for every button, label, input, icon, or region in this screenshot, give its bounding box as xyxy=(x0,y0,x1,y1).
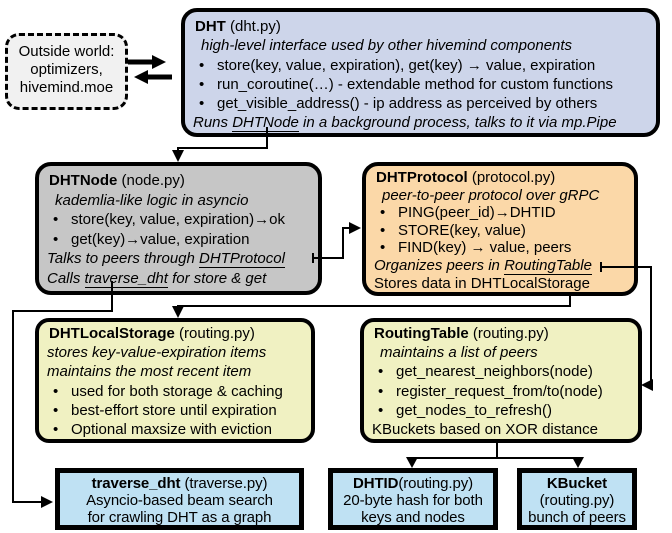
dht-bullet: •get_visible_address() - ip address as p… xyxy=(185,94,656,113)
dht-footer: Runs DHTNode in a background process, ta… xyxy=(193,114,617,133)
arrow-routingtable-to-dhtid-kbucket xyxy=(406,443,584,468)
routingtable-bullet: •get_nearest_neighbors(node) xyxy=(364,362,638,381)
dhtprotocol-footer-storage: Stores data in DHTLocalStorage xyxy=(374,274,590,293)
dhtlocalstorage-box: DHTLocalStorage (routing.py) stores key-… xyxy=(35,318,315,443)
outside-world-line: optimizers, xyxy=(30,61,103,78)
dht-bullet: •store(key, value, expiration), get(key)… xyxy=(185,56,656,75)
dht-title: DHT (dht.py) xyxy=(185,17,656,36)
bullet-icon: • xyxy=(378,401,384,419)
dhtprotocol-subtitle: peer-to-peer protocol over gRPC xyxy=(382,186,600,204)
dhtprotocol-title: DHTProtocol (protocol.py) xyxy=(376,169,556,186)
kbucket-title: KBucket xyxy=(546,475,608,492)
dhtnode-subtitle: kademlia-like logic in asyncio xyxy=(55,191,249,209)
dhtlocalstorage-subtitle: maintains the most recent item xyxy=(47,363,252,381)
bullet-icon: • xyxy=(378,363,384,381)
traverse-dht-line: Asyncio-based beam search xyxy=(86,492,273,509)
outside-world-box: Outside world: optimizers, hivemind.moe xyxy=(5,33,128,110)
dhtnode-bullet: •store(key, value, expiration)→ok xyxy=(39,210,318,230)
kbucket-line: (routing.py) xyxy=(539,492,615,509)
bullet-icon: • xyxy=(53,382,59,400)
bullet-icon: • xyxy=(199,56,205,74)
bullet-icon: • xyxy=(380,221,386,239)
dhtnode-footer-traverse: Calls traverse_dht for store & get xyxy=(47,269,267,288)
dhtlocalstorage-subtitle: stores key-value-expiration items xyxy=(47,344,267,362)
bullet-icon: • xyxy=(53,230,59,248)
dhtnode-footer-protocol: Talks to peers through DHTProtocol xyxy=(47,250,285,268)
routingtable-bullet: •register_request_from/to(node) xyxy=(364,382,638,401)
routingtable-subtitle: maintains a list of peers xyxy=(380,344,538,362)
routingtable-bullet: •get_nodes_to_refresh() xyxy=(364,401,638,420)
bullet-icon: • xyxy=(53,401,59,419)
dht-title-bold: DHT xyxy=(195,18,226,35)
dhtprotocol-footer-routing: Organizes peers in RoutingTable xyxy=(374,256,592,275)
dhtnode-title: DHTNode (node.py) xyxy=(49,172,185,189)
bullet-icon: • xyxy=(53,421,59,439)
routingtable-footer: KBuckets based on XOR distance xyxy=(372,421,598,439)
dhtprotocol-bullet: •PING(peer_id)→DHTID xyxy=(366,204,634,222)
bullet-icon: • xyxy=(199,95,205,113)
traverse-link-text: traverse_dht xyxy=(84,269,168,288)
dhtnode-link-text: DHTNode xyxy=(232,114,299,133)
bullet-icon: • xyxy=(380,204,386,222)
routingtable-link-text: RoutingTable xyxy=(504,256,592,275)
routingtable-title: RoutingTable (routing.py) xyxy=(374,325,549,342)
dht-box: DHT (dht.py) high-level interface used b… xyxy=(181,8,660,137)
dhtlocalstorage-title: DHTLocalStorage (routing.py) xyxy=(49,325,255,342)
kbucket-box: KBucket (routing.py) bunch of peers xyxy=(517,468,637,530)
bullet-icon: • xyxy=(378,382,384,400)
outside-world-line: Outside world: xyxy=(18,43,115,60)
dht-title-suffix: (dht.py) xyxy=(225,18,281,35)
localstorage-link-text: LocalStorage xyxy=(501,274,590,293)
bullet-icon: • xyxy=(199,75,205,93)
traverse-dht-title: traverse_dht (traverse.py) xyxy=(91,475,268,492)
kbucket-line: bunch of peers xyxy=(528,509,626,526)
dhtlocalstorage-bullet: •best-effort store until expiration xyxy=(39,401,311,420)
routingtable-box: RoutingTable (routing.py) maintains a li… xyxy=(360,318,642,443)
dhtprotocol-box: DHTProtocol (protocol.py) peer-to-peer p… xyxy=(362,162,638,296)
bullet-icon: • xyxy=(53,211,59,228)
dhtid-box: DHTID(routing.py) 20-byte hash for both … xyxy=(328,468,498,530)
dhtid-title: DHTID(routing.py) xyxy=(353,475,473,492)
arrow-outside-to-dht xyxy=(128,55,166,69)
dhtlocalstorage-bullet: •Optional maxsize with eviction xyxy=(39,420,311,439)
traverse-dht-box: traverse_dht (traverse.py) Asyncio-based… xyxy=(55,468,304,530)
dhtid-line: keys and nodes xyxy=(361,509,465,526)
traverse-dht-line: for crawling DHT as a graph xyxy=(87,509,272,526)
dhtid-line: 20-byte hash for both xyxy=(343,492,483,509)
outside-world-line: hivemind.moe xyxy=(19,79,114,96)
arrow-dht-to-outside xyxy=(134,70,172,84)
dhtnode-box: DHTNode (node.py) kademlia-like logic in… xyxy=(35,162,322,295)
dhtlocalstorage-bullet: •used for both storage & caching xyxy=(39,382,311,401)
dhtprotocol-bullet: •STORE(key, value) xyxy=(366,222,634,240)
dhtprotocol-link-text: DHTProtocol xyxy=(199,250,285,268)
dht-subtitle: high-level interface used by other hivem… xyxy=(201,37,573,55)
dhtprotocol-bullet: •FIND(key) → value, peers xyxy=(366,239,634,257)
dhtnode-bullet: •get(key)→value, expiration xyxy=(39,230,318,250)
bullet-icon: • xyxy=(380,239,386,257)
dht-bullet: •run_coroutine(…) - extendable method fo… xyxy=(185,75,656,94)
